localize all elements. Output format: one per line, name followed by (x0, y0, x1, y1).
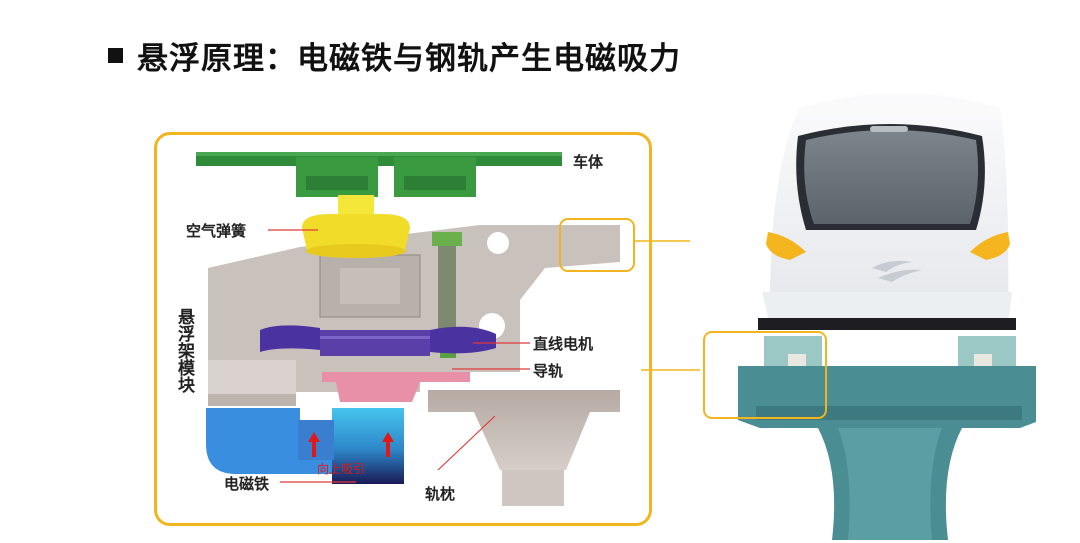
car-body-beam (196, 152, 562, 197)
train-highlight-box (703, 331, 827, 419)
label-sleeper: 轨枕 (425, 485, 456, 503)
linear-motor (260, 325, 496, 356)
label-air-spring: 空气弹簧 (186, 222, 247, 240)
maglev-train (738, 93, 1036, 540)
label-upward-attraction: 向上吸引 (317, 462, 366, 476)
electromagnet-assembly (206, 408, 404, 484)
label-car-body: 车体 (573, 153, 604, 171)
detail-highlight-box (559, 218, 635, 272)
label-linear-motor: 直线电机 (533, 335, 594, 353)
label-guide-rail: 导轨 (533, 362, 564, 380)
upward-arrows (308, 432, 394, 457)
title-row: 悬浮原理：电磁铁与钢轨产生电磁吸力 (108, 30, 681, 80)
leader-lines (268, 229, 530, 483)
label-suspension-module: 悬浮架模块 (174, 308, 194, 393)
damper (432, 232, 462, 358)
bullet-icon (108, 47, 123, 63)
guide-rail-shape (322, 372, 470, 402)
diagram-frame (154, 132, 652, 526)
label-electromagnet: 电磁铁 (224, 475, 270, 493)
sleeper (428, 390, 620, 506)
air-spring (302, 195, 410, 258)
page-title: 悬浮原理：电磁铁与钢轨产生电磁吸力 (137, 40, 681, 77)
